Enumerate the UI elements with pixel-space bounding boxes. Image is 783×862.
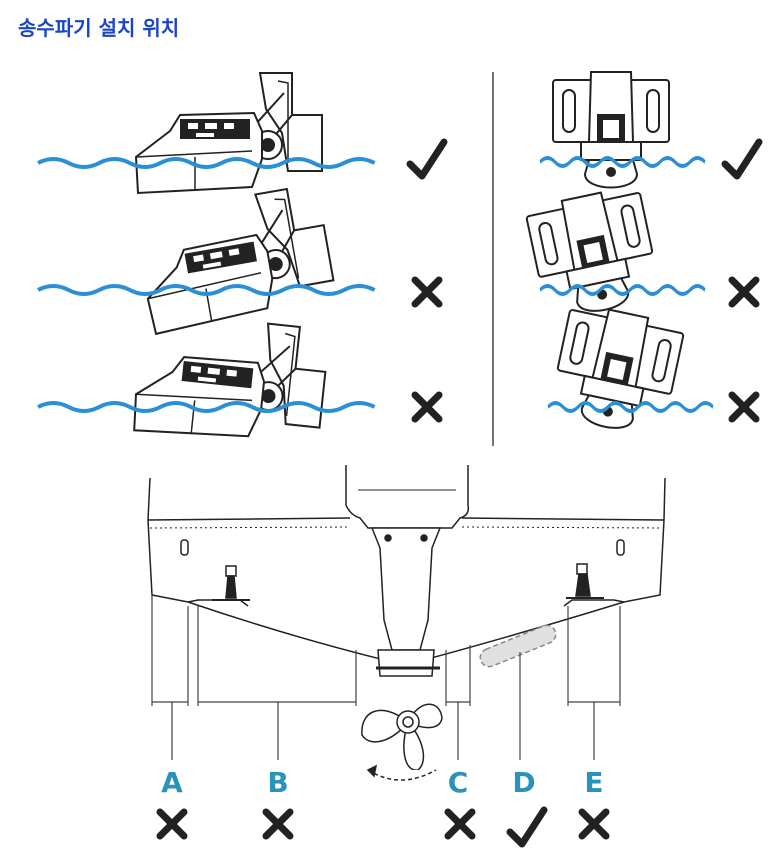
cross-icon xyxy=(448,812,472,836)
rear-view-rolled-right xyxy=(546,300,715,440)
cross-icon xyxy=(732,395,756,419)
check-icon xyxy=(410,142,444,176)
dimension-lines xyxy=(151,595,621,760)
position-label-b: B xyxy=(267,766,288,799)
cross-icon xyxy=(415,280,439,304)
cross-icon xyxy=(160,812,184,836)
side-view-correct xyxy=(38,72,375,194)
rear-view-rolled-left xyxy=(523,183,707,323)
hull-transducer-left xyxy=(212,565,250,601)
rear-view-correct xyxy=(538,71,707,189)
position-label-c: C xyxy=(448,766,469,799)
position-label-e: E xyxy=(584,766,603,799)
side-view-tilted-up xyxy=(38,182,375,336)
cross-icon xyxy=(582,812,606,836)
side-view-tilted-down xyxy=(38,309,375,451)
cross-icon xyxy=(732,280,756,304)
position-label-d: D xyxy=(512,766,535,799)
cross-icon xyxy=(415,395,439,419)
position-label-a: A xyxy=(161,766,183,799)
check-icon xyxy=(725,142,759,176)
outboard-motor xyxy=(345,465,470,781)
cross-icon xyxy=(266,812,290,836)
hull-transducer-right xyxy=(566,563,604,599)
recommended-zone-d xyxy=(479,624,557,668)
check-icon xyxy=(510,810,544,844)
page-title: 송수파기 설치 위치 xyxy=(18,16,180,40)
